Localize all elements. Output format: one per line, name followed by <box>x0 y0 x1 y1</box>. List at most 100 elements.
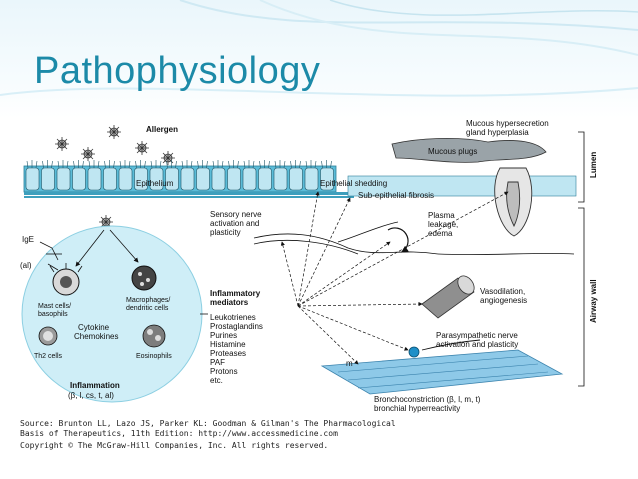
mediator-item: PAF <box>210 358 225 367</box>
mucous-hyper-line1: Mucous hypersecretion <box>466 119 549 128</box>
ciliated-cell <box>273 167 288 191</box>
mediator-item: Purines <box>210 331 237 340</box>
parasym-line1: Parasympathetic nerve <box>436 331 518 340</box>
ciliated-cell <box>56 167 71 191</box>
cilia <box>57 160 69 169</box>
cilia <box>212 160 224 169</box>
lumen-label: Lumen <box>589 152 598 178</box>
mediator-item: etc. <box>210 376 223 385</box>
pathophysiology-diagram: Allergen Epithelium Mucous hypersecretio… <box>20 119 598 413</box>
ciliated-cell <box>134 167 148 191</box>
allergen-to-cells-arrows <box>75 229 139 267</box>
cilia <box>135 160 146 169</box>
broncho-line1: Bronchoconstriction (β, l, m, t) <box>374 395 481 404</box>
cilia <box>274 160 286 169</box>
cilia <box>243 160 255 169</box>
title-banner: Pathophysiology <box>0 0 638 118</box>
cilia <box>166 160 177 169</box>
ciliated-cell <box>72 167 86 191</box>
source-line1: Source: Brunton LL, Lazo JS, Parker KL: … <box>20 419 396 428</box>
ciliated-cell <box>41 167 55 191</box>
parasympathetic-neuron <box>408 339 481 358</box>
sensory-nerve-fibers <box>253 221 575 255</box>
ciliated-cell <box>211 167 226 191</box>
parasym-line2: activation and plasticity <box>436 340 518 349</box>
mediator-item: Histamine <box>210 340 246 349</box>
plasma-line2: leakage, <box>428 220 458 229</box>
mucous-hyper-line2: gland hyperplasia <box>466 128 529 137</box>
ige-label: IgE <box>22 235 34 244</box>
slide-title: Pathophysiology <box>34 50 321 92</box>
allergen-particles <box>55 125 175 229</box>
mast-line2: basophils <box>38 311 68 318</box>
mast-line1: Mast cells/ <box>38 303 71 310</box>
mediator-item: Prostaglandins <box>210 322 263 331</box>
th2-label: Th2 cells <box>34 353 63 360</box>
ciliated-cell <box>118 167 133 191</box>
epithelium-label: Epithelium <box>136 179 174 188</box>
cilia <box>150 160 162 169</box>
cilia <box>73 160 84 169</box>
ciliated-cell <box>165 167 179 191</box>
cilia <box>305 160 317 169</box>
macrophage-cell <box>131 265 157 291</box>
cilia <box>259 160 270 169</box>
broncho-line2: bronchial hyperreactivity <box>374 404 460 413</box>
ciliated-cell <box>320 167 334 191</box>
m-label: m <box>346 359 353 368</box>
submucosal-gland <box>494 167 533 237</box>
ciliated-cell <box>103 167 117 191</box>
cilia <box>42 160 53 169</box>
vaso-line1: Vasodilation, <box>480 287 525 296</box>
source-line3: Copyright © The McGraw-Hill Companies, I… <box>20 441 329 450</box>
al-label: (al) <box>20 261 32 270</box>
ciliated-cell <box>242 167 257 191</box>
inflammation-line2: (β, l, cs, t, al) <box>68 391 114 400</box>
ciliated-cell <box>304 167 319 191</box>
plasma-leakage-icon <box>387 227 409 253</box>
macro-line2: dendritic cells <box>126 305 169 312</box>
mediator-effect-arrows <box>280 191 509 365</box>
cilia <box>321 160 332 169</box>
ciliated-cell <box>289 167 303 191</box>
blood-vessel-icon <box>421 275 475 319</box>
mediator-item: Leukotrienes <box>210 313 256 322</box>
macro-line1: Macrophages/ <box>126 297 170 304</box>
cilia <box>228 160 239 169</box>
smooth-muscle-layer <box>320 349 564 395</box>
cytokine-line1: Cytokine <box>78 323 110 332</box>
mediators-title-line1: Inflammatory <box>210 289 261 298</box>
cilia <box>88 160 100 169</box>
plasma-line1: Plasma <box>428 211 455 220</box>
mucous-plugs-label: Mucous plugs <box>428 147 477 156</box>
subepithelial-fibrosis-label: Sub-epithelial fibrosis <box>358 191 434 200</box>
ige-antibodies <box>39 241 62 271</box>
ciliated-cell <box>180 167 195 191</box>
mucous-plug-shape <box>391 137 547 163</box>
sensory-line1: Sensory nerve <box>210 210 262 219</box>
airway-wall-bracket <box>578 207 585 387</box>
lumen-bracket <box>578 131 585 203</box>
cilia <box>104 160 115 169</box>
cilia <box>197 160 208 169</box>
eos-label: Eosinophils <box>136 353 172 360</box>
ciliated-cell <box>149 167 164 191</box>
mast-cell <box>49 263 83 296</box>
eosinophil-cell <box>142 324 166 348</box>
cilia <box>290 160 301 169</box>
mediators-title-line2: mediators <box>210 298 249 307</box>
mediators-list: LeukotrienesProstaglandinsPurinesHistami… <box>210 313 263 385</box>
source-line2: Basis of Therapeutics, 11th Edition: htt… <box>20 429 338 438</box>
plasma-line3: edema <box>428 229 453 238</box>
cytokine-line2: Chemokines <box>74 332 118 341</box>
epithelium-layer <box>23 160 354 198</box>
ciliated-cell <box>25 167 40 191</box>
mediator-item: Protons <box>210 367 238 376</box>
ciliated-cell <box>87 167 102 191</box>
epithelial-shedding-label: Epithelial shedding <box>320 179 387 188</box>
inflammation-line1: Inflammation <box>70 381 120 390</box>
mediator-item: Proteases <box>210 349 246 358</box>
asthma-pathophysiology-figure: Allergen Epithelium Mucous hypersecretio… <box>18 118 608 458</box>
ciliated-cell <box>227 167 241 191</box>
allergen-label: Allergen <box>146 125 178 134</box>
